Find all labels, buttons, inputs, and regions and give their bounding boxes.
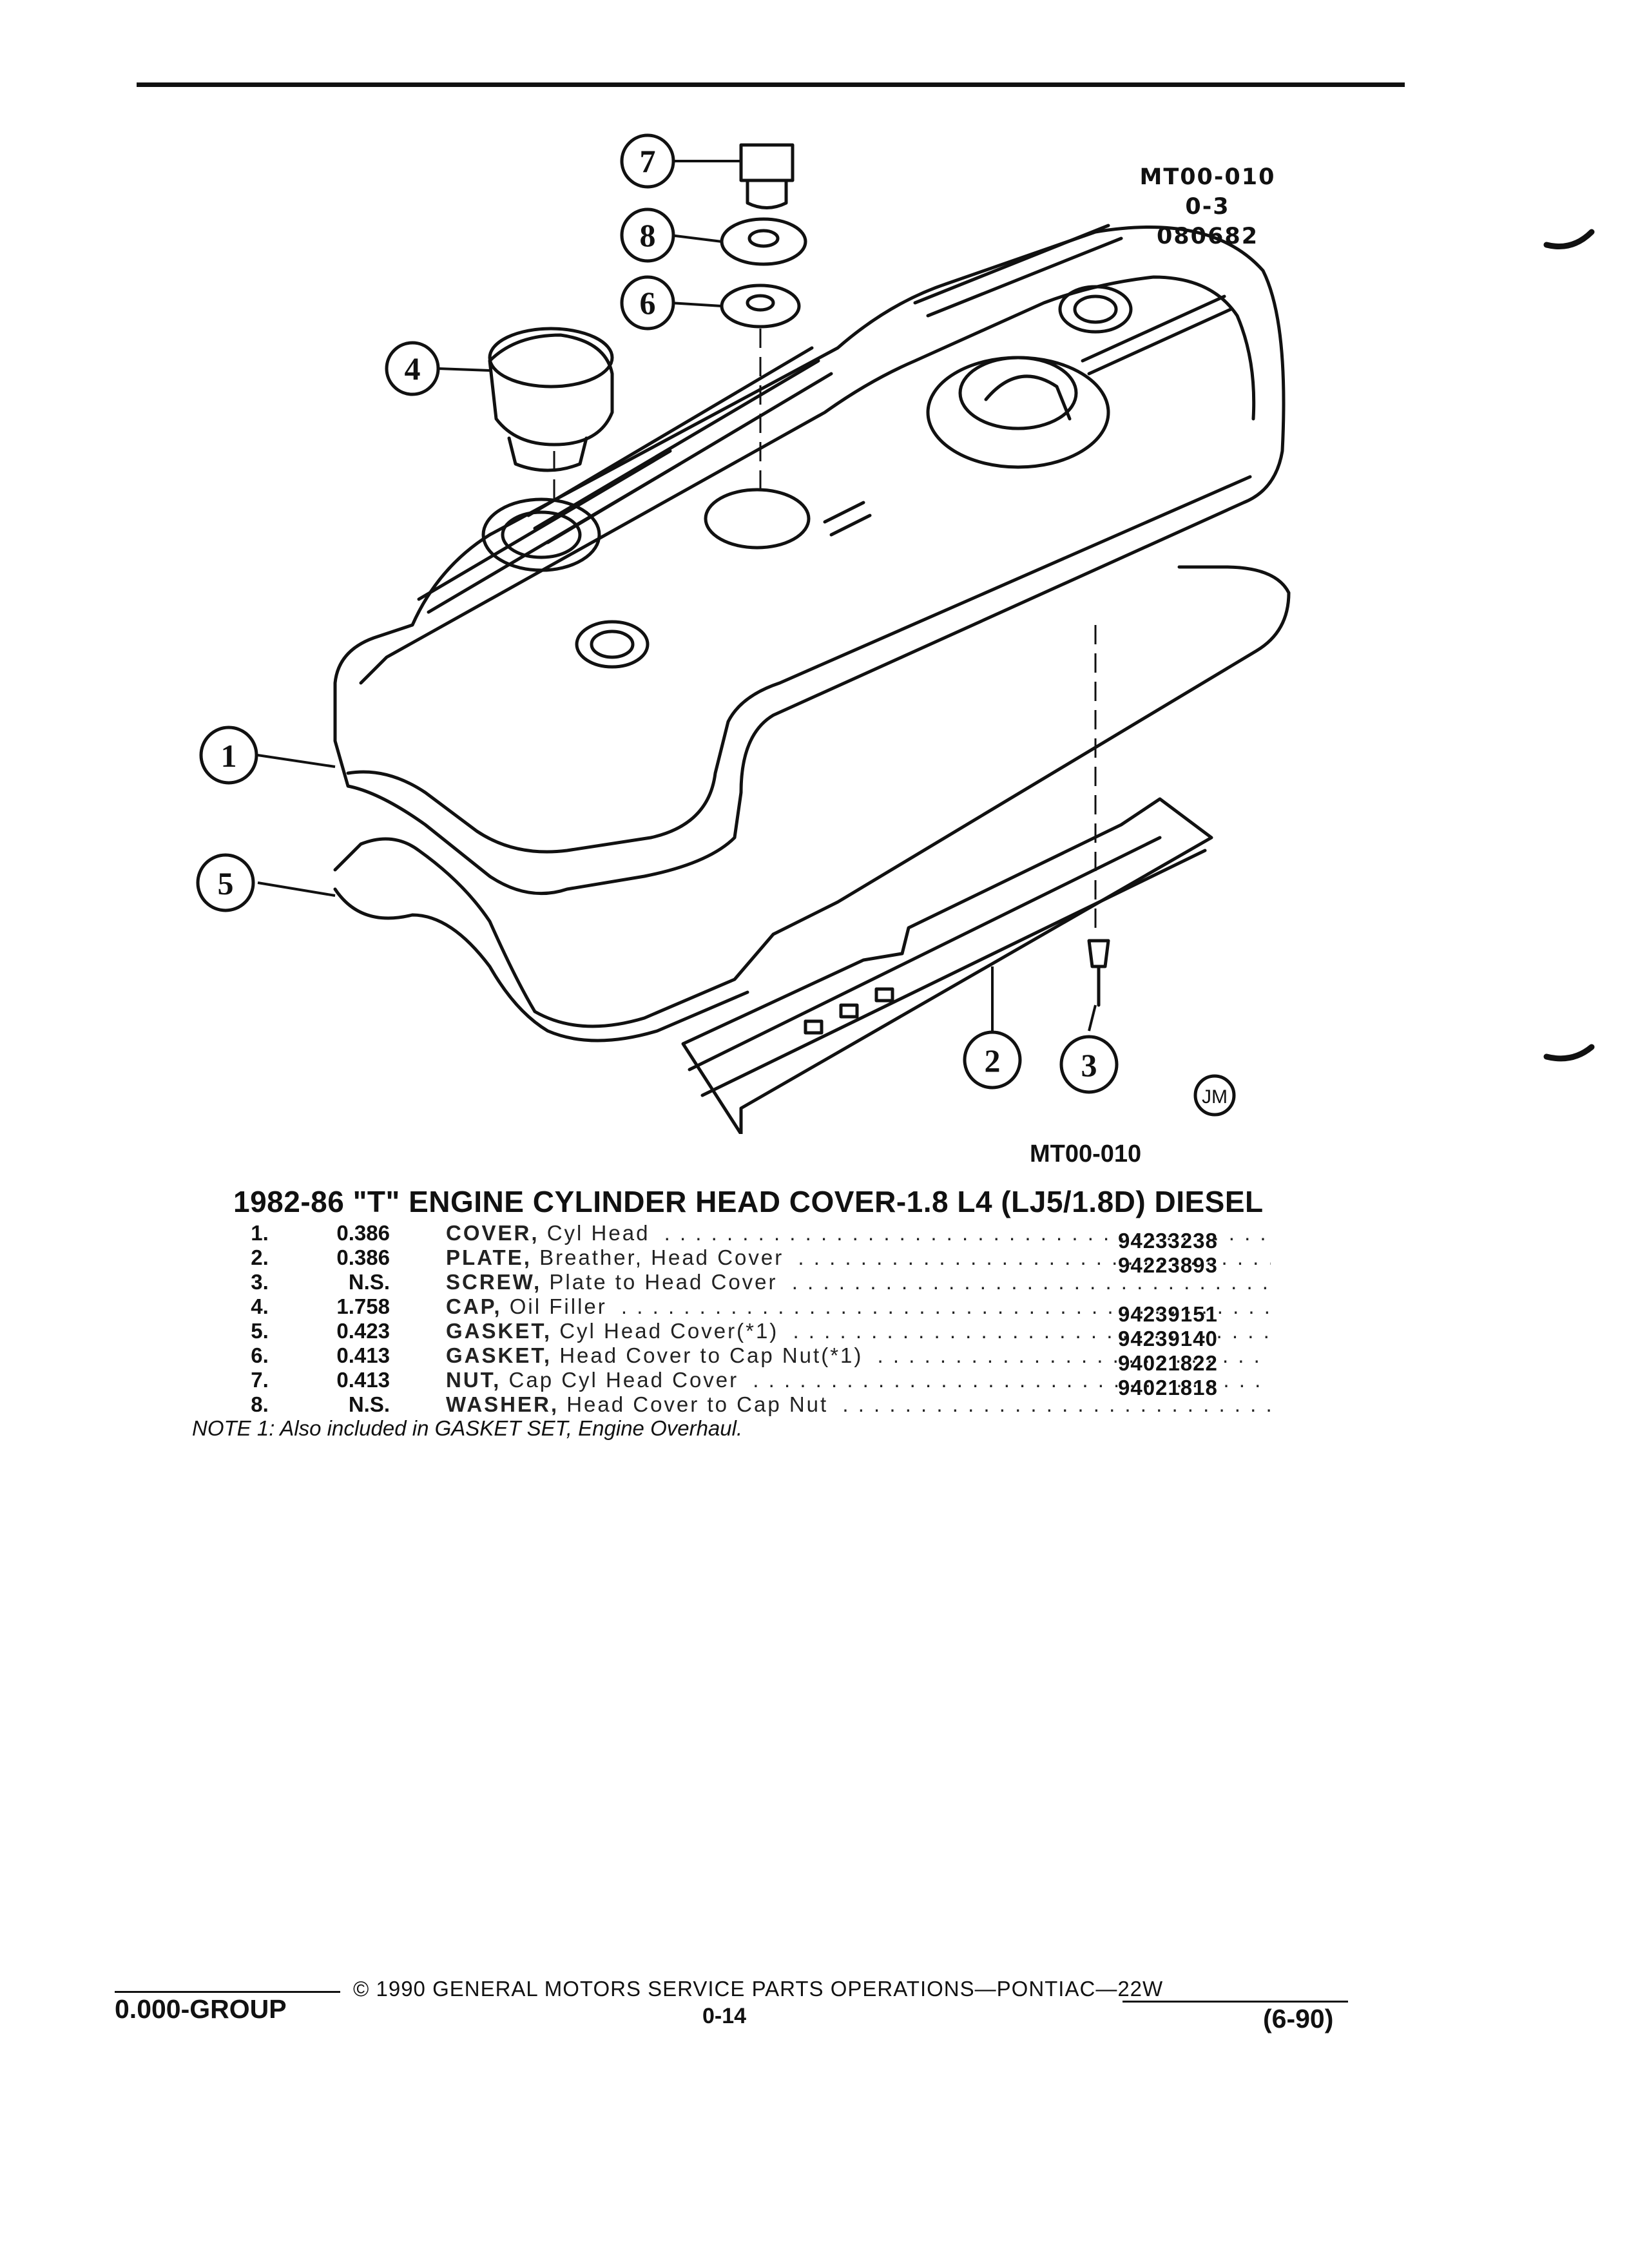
callout-2 bbox=[963, 1030, 1022, 1090]
callout-6 bbox=[620, 275, 675, 331]
item-part-number: 94223893 bbox=[1118, 1253, 1218, 1277]
item-name: CAP, bbox=[446, 1294, 502, 1318]
item-leader: CAP, Oil Filler . . . . . . . . . . . . … bbox=[446, 1294, 1271, 1318]
item-qty: 0.386 bbox=[336, 1221, 390, 1245]
item-name: COVER, bbox=[446, 1221, 539, 1245]
callout-5 bbox=[196, 853, 255, 912]
figure-code: MT00-010 bbox=[1030, 1140, 1142, 1168]
callout-7 bbox=[620, 133, 675, 189]
item-desc: Breather, Head Cover bbox=[539, 1245, 784, 1269]
list-item: 3. N.S. SCREW, Plate to Head Cover . . .… bbox=[180, 1270, 1276, 1294]
exploded-diagram: 7 8 6 4 1 5 2 3 JM bbox=[196, 133, 1595, 1134]
revision-date: (6-90) bbox=[1263, 2004, 1334, 2033]
item-leader: PLATE, Breather, Head Cover . . . . . . … bbox=[446, 1245, 1271, 1269]
callout-4-label: 4 bbox=[405, 351, 421, 387]
artist-mark-circle bbox=[1193, 1074, 1236, 1117]
page-number: 0-14 bbox=[702, 2004, 747, 2028]
item-qty: 1.758 bbox=[336, 1294, 390, 1318]
item-leader: COVER, Cyl Head . . . . . . . . . . . . … bbox=[446, 1221, 1271, 1245]
cap-nut bbox=[739, 143, 795, 182]
item-number: 5. bbox=[251, 1319, 269, 1343]
plate-screw bbox=[1087, 939, 1110, 1007]
parts-list: 1. 0.386 COVER, Cyl Head . . . . . . . .… bbox=[180, 1221, 1276, 1417]
item-qty: 0.386 bbox=[336, 1245, 390, 1269]
head-cover bbox=[333, 226, 1286, 896]
footer-rule-right bbox=[1123, 2001, 1348, 2003]
item-desc: Head Cover to Cap Nut(*1) bbox=[559, 1343, 863, 1367]
ref-line-1: MT00-010 bbox=[1139, 164, 1276, 190]
callout-7-label: 7 bbox=[640, 143, 656, 179]
item-desc: Cap Cyl Head Cover bbox=[508, 1368, 739, 1392]
item-name: WASHER, bbox=[446, 1392, 559, 1416]
item-qty: 0.413 bbox=[336, 1368, 390, 1392]
item-number: 2. bbox=[251, 1245, 269, 1269]
item-qty: 0.423 bbox=[336, 1319, 390, 1343]
head-cover-gasket bbox=[333, 565, 1291, 1028]
item-qty: N.S. bbox=[348, 1392, 390, 1416]
item-desc: Cyl Head Cover(*1) bbox=[559, 1319, 779, 1343]
callout-3-label: 3 bbox=[1081, 1047, 1097, 1083]
list-item: 8. N.S. WASHER, Head Cover to Cap Nut . … bbox=[180, 1392, 1276, 1417]
callout-1 bbox=[199, 726, 258, 785]
group-label: 0.000-GROUP bbox=[115, 1994, 287, 2024]
item-desc: Oil Filler bbox=[509, 1294, 607, 1318]
footer-rule-left bbox=[115, 1991, 340, 1993]
item-leader: WASHER, Head Cover to Cap Nut . . . . . … bbox=[446, 1392, 1271, 1416]
section-title: 1982-86 "T" ENGINE CYLINDER HEAD COVER-1… bbox=[233, 1185, 1264, 1218]
item-part-number: 94239151 bbox=[1118, 1302, 1218, 1326]
copyright-line: © 1990 GENERAL MOTORS SERVICE PARTS OPER… bbox=[353, 1977, 1164, 2001]
cap-nut-gasket bbox=[720, 284, 801, 329]
list-item: 5. 0.423 GASKET, Cyl Head Cover(*1) . . … bbox=[180, 1319, 1276, 1350]
item-name: NUT, bbox=[446, 1368, 501, 1392]
list-item: 2. 0.386 PLATE, Breather, Head Cover . .… bbox=[180, 1245, 1276, 1277]
callout-1-label: 1 bbox=[221, 738, 237, 774]
item-number: 7. bbox=[251, 1368, 269, 1392]
item-leader: NUT, Cap Cyl Head Cover . . . . . . . . … bbox=[446, 1368, 1271, 1392]
oil-filler-cap bbox=[488, 333, 614, 447]
item-part-number: 94021822 bbox=[1118, 1351, 1218, 1375]
breather-plate bbox=[681, 797, 1213, 1134]
washer bbox=[720, 217, 807, 266]
list-item: 4. 1.758 CAP, Oil Filler . . . . . . . .… bbox=[180, 1294, 1276, 1326]
top-rule bbox=[137, 82, 1405, 87]
footnote: NOTE 1: Also included in GASKET SET, Eng… bbox=[192, 1416, 743, 1440]
item-leader: SCREW, Plate to Head Cover . . . . . . .… bbox=[446, 1270, 1271, 1294]
item-number: 6. bbox=[251, 1343, 269, 1367]
item-leader: GASKET, Cyl Head Cover(*1) . . . . . . .… bbox=[446, 1319, 1271, 1343]
item-number: 4. bbox=[251, 1294, 269, 1318]
item-qty: N.S. bbox=[348, 1270, 390, 1294]
callout-8 bbox=[620, 207, 675, 263]
item-part-number: 94021818 bbox=[1118, 1376, 1218, 1399]
callout-3 bbox=[1059, 1035, 1119, 1094]
item-name: GASKET, bbox=[446, 1343, 552, 1367]
ref-line-2: 0-3 bbox=[1185, 194, 1230, 220]
item-desc: Head Cover to Cap Nut bbox=[566, 1392, 829, 1416]
item-number: 8. bbox=[251, 1392, 269, 1416]
callout-8-label: 8 bbox=[640, 217, 656, 253]
callout-6-label: 6 bbox=[640, 285, 656, 321]
list-item: 7. 0.413 NUT, Cap Cyl Head Cover . . . .… bbox=[180, 1368, 1276, 1399]
item-name: GASKET, bbox=[446, 1319, 552, 1343]
callout-2-label: 2 bbox=[985, 1043, 1001, 1079]
item-name: PLATE, bbox=[446, 1245, 532, 1269]
artist-mark: JM bbox=[1202, 1086, 1228, 1108]
item-name: SCREW, bbox=[446, 1270, 542, 1294]
list-item: 1. 0.386 COVER, Cyl Head . . . . . . . .… bbox=[180, 1221, 1276, 1253]
item-number: 1. bbox=[251, 1221, 269, 1245]
figure-reference: MT00-010 0-3 080682 bbox=[1124, 162, 1291, 251]
item-part-number: 94233238 bbox=[1118, 1229, 1218, 1253]
callout-5-label: 5 bbox=[218, 865, 234, 901]
item-leader: GASKET, Head Cover to Cap Nut(*1) . . . … bbox=[446, 1343, 1271, 1367]
list-item: 6. 0.413 GASKET, Head Cover to Cap Nut(*… bbox=[180, 1343, 1276, 1375]
item-part-number: 94239140 bbox=[1118, 1327, 1218, 1350]
callout-4 bbox=[385, 341, 440, 396]
item-desc: Plate to Head Cover bbox=[549, 1270, 778, 1294]
item-number: 3. bbox=[251, 1270, 269, 1294]
item-qty: 0.413 bbox=[336, 1343, 390, 1367]
item-desc: Cyl Head bbox=[546, 1221, 650, 1245]
